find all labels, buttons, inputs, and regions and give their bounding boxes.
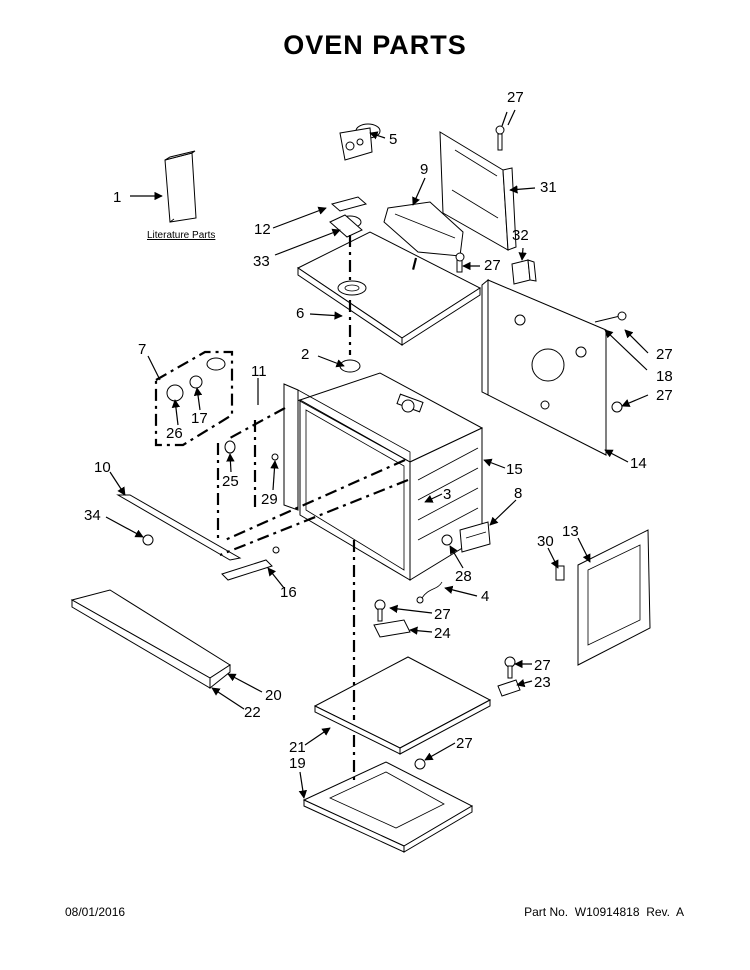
- bottom-bracket: [373, 599, 411, 638]
- sensor-part: [339, 123, 381, 161]
- leader-lines: [105, 109, 649, 799]
- callout-7: 7: [138, 341, 146, 358]
- callout-27-right-lower: 27: [656, 387, 673, 404]
- oven-cavity: [298, 359, 484, 581]
- callout-31: 31: [540, 179, 557, 196]
- callout-32: 32: [512, 227, 529, 244]
- callout-9: 9: [420, 161, 428, 178]
- footer-date: 08/01/2016: [65, 905, 126, 919]
- bottom-panel: [313, 656, 492, 770]
- bottom-tray: [302, 761, 474, 853]
- callout-26: 26: [166, 425, 183, 442]
- callout-27-top: 27: [507, 89, 524, 106]
- callout-33: 33: [253, 253, 270, 270]
- callout-34: 34: [84, 507, 101, 524]
- lower-hinge-part: [221, 546, 280, 581]
- small-clip-23: [497, 656, 521, 697]
- callout-27-mid: 27: [484, 257, 501, 274]
- footer-part-number: Part No. W10914818 Rev. A: [524, 905, 684, 919]
- alignment-lines: [216, 235, 418, 785]
- callout-13: 13: [562, 523, 579, 540]
- callout-20: 20: [265, 687, 282, 704]
- callout-25: 25: [222, 473, 239, 490]
- small-brackets: [329, 196, 368, 238]
- page-title: OVEN PARTS: [283, 30, 467, 60]
- front-frame: [283, 383, 411, 511]
- callout-30: 30: [537, 533, 554, 550]
- small-bracket-32: [511, 259, 537, 285]
- callout-23: 23: [534, 674, 551, 691]
- callout-5: 5: [389, 131, 397, 148]
- callout-3: 3: [443, 486, 451, 503]
- rear-panel: [481, 278, 607, 456]
- literature-caption: Literature Parts: [147, 230, 215, 241]
- bottom-vent-trim: [70, 589, 231, 690]
- screws-right: [455, 125, 627, 413]
- callout-2: 2: [301, 346, 309, 363]
- callout-19: 19: [289, 755, 306, 772]
- small-fittings: [224, 440, 279, 461]
- wire-harness: [416, 534, 453, 604]
- callout-18: 18: [656, 368, 673, 385]
- callout-27-bottom: 27: [456, 735, 473, 752]
- callout-16: 16: [280, 584, 297, 601]
- terminal-block: [459, 521, 491, 553]
- callout-6: 6: [296, 305, 304, 322]
- callout-14: 14: [630, 455, 647, 472]
- callout-10: 10: [94, 459, 111, 476]
- callout-8: 8: [514, 485, 522, 502]
- callout-27-center: 27: [434, 606, 451, 623]
- callout-29: 29: [261, 491, 278, 508]
- callout-numbers: 1 Literature Parts 2 3 4 5 6 7 8 9 10 11…: [84, 89, 673, 772]
- rear-cover-panel: [439, 131, 517, 251]
- callout-11: 11: [251, 363, 267, 380]
- callout-22: 22: [244, 704, 261, 721]
- callout-24: 24: [434, 625, 451, 642]
- side-panel: [555, 529, 651, 666]
- callout-15: 15: [506, 461, 523, 478]
- callout-27-lower-right: 27: [534, 657, 551, 674]
- callout-4: 4: [481, 588, 489, 605]
- callout-28: 28: [455, 568, 472, 585]
- front-trim-bar: [116, 494, 242, 561]
- callout-1: 1: [113, 189, 121, 206]
- callout-17: 17: [191, 410, 208, 427]
- callout-12: 12: [254, 221, 271, 238]
- callout-21: 21: [289, 739, 306, 756]
- callout-27-right-upper: 27: [656, 346, 673, 363]
- literature-booklet: [164, 150, 197, 223]
